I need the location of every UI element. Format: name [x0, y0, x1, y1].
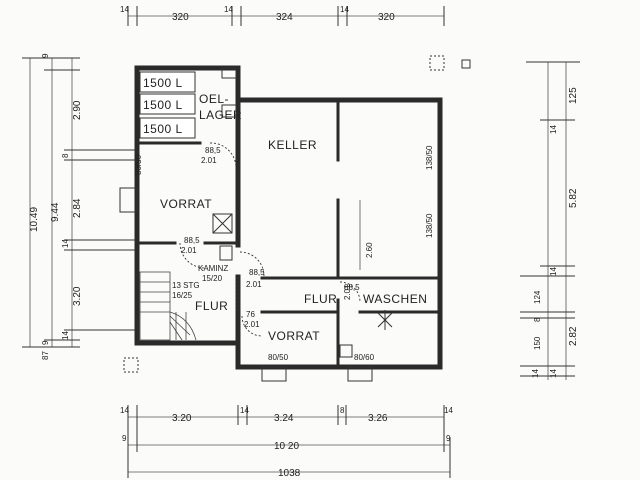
- dim-right-10: 14: [549, 369, 558, 378]
- dim-bottom-8: 9: [122, 434, 127, 443]
- dim-left-inner-3: 8: [61, 153, 70, 158]
- dim-left-outer-3: 87: [41, 351, 50, 360]
- dim-left-inner-8: 9: [41, 340, 50, 345]
- door-keller-height: 2.01: [246, 280, 262, 289]
- chimney-label: KAMINZ: [198, 264, 228, 273]
- door-oel-height: 2.01: [201, 156, 217, 165]
- opening-labels: 88,5 2.01 80/50 88,5 2.01 88,5 2.01 88,5…: [134, 145, 434, 362]
- dim-right-4: 14: [549, 267, 558, 276]
- room-label-vorrat-small: VORRAT: [268, 329, 320, 343]
- dim-left-inner-5: 14: [61, 239, 70, 248]
- door-oel-size: 88,5: [205, 146, 221, 155]
- dim-top-2: 320: [172, 12, 189, 23]
- dim-bottom-4: 3.24: [274, 413, 294, 424]
- dim-right-2: 14: [549, 125, 558, 134]
- window-frames: [221, 67, 353, 358]
- dim-bottom-5: 8: [340, 406, 345, 415]
- bottom-dimension-chain: 14 3.20 14 3.24 8 3.26 14 9 10 20 9 1038: [120, 405, 453, 479]
- window-keller-2: 138/50: [425, 213, 434, 238]
- dim-top-5: 14: [340, 5, 349, 14]
- window-waschen: 80/60: [354, 353, 375, 362]
- wall-height-label: 2.60: [365, 242, 374, 258]
- stairs-ratio: 16/25: [172, 291, 193, 300]
- dim-bottom-1: 14: [120, 406, 129, 415]
- dim-left-inner-7: 14: [61, 331, 70, 340]
- floor-drain-icon: [377, 310, 393, 330]
- oil-tank-3: [139, 117, 196, 139]
- dim-left-inner-1: 9: [41, 53, 50, 58]
- room-label-vorrat-main: VORRAT: [160, 197, 212, 211]
- room-label-waschen: WASCHEN: [363, 292, 427, 306]
- dim-top-1: 14: [120, 5, 129, 14]
- door-vorrat-size: 88,5: [184, 236, 200, 245]
- door-keller-size: 88,5: [249, 268, 265, 277]
- top-dimension-chain: 14 320 14 324 14 320: [120, 5, 445, 26]
- window-vorrat: 80/50: [134, 154, 143, 175]
- left-dimension-chain: 10.49 9.44 87 9 2.90 8 2.84 14 3.20 14 9: [22, 53, 137, 360]
- dim-left-outer-2: 9.44: [50, 202, 61, 222]
- dim-bottom-7: 14: [444, 406, 453, 415]
- door-flur-size: 88,5: [344, 283, 360, 292]
- window-vorrat2: 80/50: [268, 353, 289, 362]
- dim-right-5: 124: [533, 290, 542, 304]
- room-label-keller: KELLER: [268, 138, 317, 152]
- dim-left-inner-2: 2.90: [72, 100, 83, 120]
- chimney: KAMINZ 15/20: [198, 213, 233, 283]
- dim-left-outer-1: 10.49: [29, 207, 40, 232]
- dim-bottom-11: 1038: [278, 468, 301, 479]
- door-vorrat2-size: 76: [246, 310, 255, 319]
- door-swings: [179, 142, 361, 337]
- door-vorrat2-height: 2.01: [244, 320, 260, 329]
- window-keller-1: 138/50: [425, 145, 434, 170]
- oil-tank-1: [139, 71, 196, 93]
- dim-left-inner-6: 3.20: [72, 286, 83, 306]
- stairs-steps: 13 STG: [172, 281, 200, 290]
- dim-bottom-10: 9: [446, 434, 451, 443]
- oil-tank-2: [139, 93, 196, 115]
- chimney-size: 15/20: [202, 274, 223, 283]
- dim-right-1: 125: [568, 87, 579, 104]
- dim-right-7: 150: [533, 336, 542, 350]
- right-dimension-chain: 125 14 5.82 14 124 8 150 2.82 14 14: [520, 61, 580, 380]
- dim-bottom-6: 3.26: [368, 413, 388, 424]
- room-label-oellager-2: LAGER: [199, 108, 242, 122]
- dim-bottom-9: 10 20: [274, 441, 299, 452]
- staircase: 13 STG 16/25: [139, 271, 200, 341]
- dim-bottom-3: 14: [240, 406, 249, 415]
- interior-walls: [135, 101, 442, 369]
- room-label-flur-center: FLUR: [304, 292, 337, 306]
- door-flur-height: 2.01: [343, 284, 352, 300]
- oil-tank-3-label: 1500 L: [143, 122, 183, 136]
- reference-markers: [123, 55, 471, 373]
- oil-tank-1-label: 1500 L: [143, 76, 183, 90]
- dim-left-inner-4: 2.84: [72, 198, 83, 218]
- dim-bottom-2: 3.20: [172, 413, 192, 424]
- oil-tank-2-label: 1500 L: [143, 98, 183, 112]
- room-label-oellager-1: OEL-: [199, 92, 229, 106]
- door-vorrat-height: 2.01: [181, 246, 197, 255]
- dim-top-3: 14: [224, 5, 233, 14]
- dim-right-3: 5.82: [568, 188, 579, 208]
- dim-right-8: 2.82: [568, 326, 579, 346]
- dim-top-6: 320: [378, 12, 395, 23]
- dim-right-9: 14: [531, 369, 540, 378]
- room-label-flur-left: FLUR: [195, 299, 228, 313]
- dim-top-4: 324: [276, 12, 293, 23]
- oil-tank-group: 1500 L 1500 L 1500 L: [139, 71, 196, 139]
- dim-right-6: 8: [533, 317, 542, 322]
- room-labels: OEL- LAGER KELLER VORRAT FLUR FLUR WASCH…: [160, 92, 427, 343]
